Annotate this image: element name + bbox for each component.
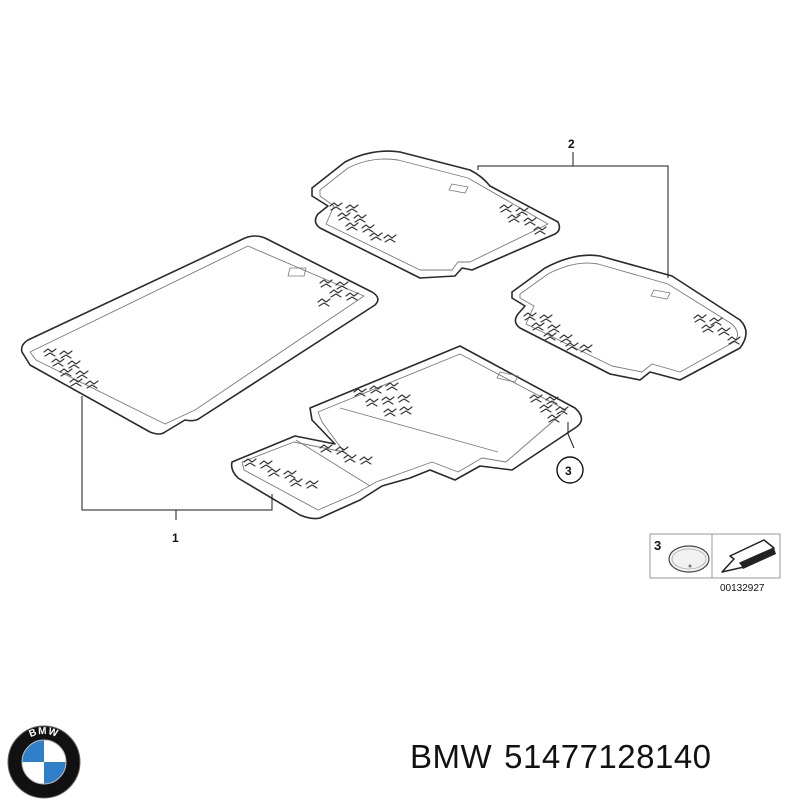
- leader-lines: [81, 152, 669, 520]
- legend-number: 3: [654, 538, 661, 553]
- arrow-icon: [721, 539, 776, 573]
- callout-1: 1: [172, 531, 179, 545]
- front-driver-mat[interactable]: [20, 235, 379, 435]
- svg-text:BMW: BMW: [28, 726, 60, 740]
- bmw-logo: BMW: [7, 725, 81, 799]
- rear-right-mat[interactable]: [511, 254, 747, 381]
- legend-box: 3: [649, 533, 781, 579]
- rear-left-mat[interactable]: [311, 150, 561, 279]
- part-number: 51477128140: [504, 738, 712, 775]
- clip-icon: [668, 545, 710, 573]
- part-caption: BMW 51477128140: [410, 738, 712, 776]
- front-passenger-mat[interactable]: [230, 345, 583, 520]
- callout-2: 2: [568, 137, 575, 151]
- callout-3-circle: 3: [556, 456, 584, 484]
- svg-text:3: 3: [565, 464, 572, 478]
- document-number: 00132927: [720, 583, 765, 594]
- brand-name: BMW: [410, 738, 493, 775]
